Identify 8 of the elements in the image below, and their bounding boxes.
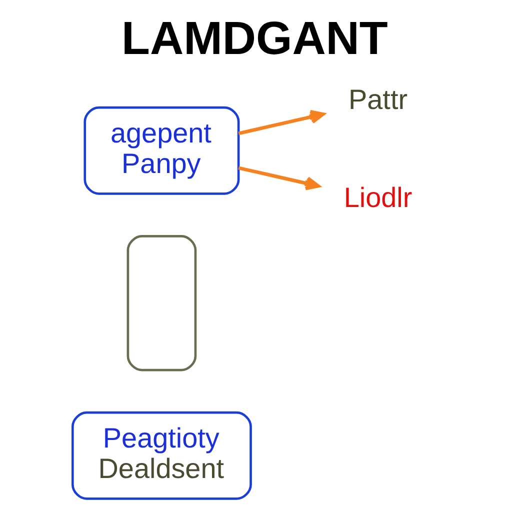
- node-box: [126, 235, 197, 372]
- node-box: agepent Panpy: [84, 106, 240, 195]
- diagram-title: LAMDGANT: [122, 12, 388, 64]
- node-text: Liodlr: [344, 182, 412, 213]
- arrow: [238, 110, 325, 136]
- node-box: Peagtioty Dealdsent: [72, 411, 252, 500]
- node-text: Pattr: [348, 84, 408, 115]
- arrow: [238, 166, 320, 190]
